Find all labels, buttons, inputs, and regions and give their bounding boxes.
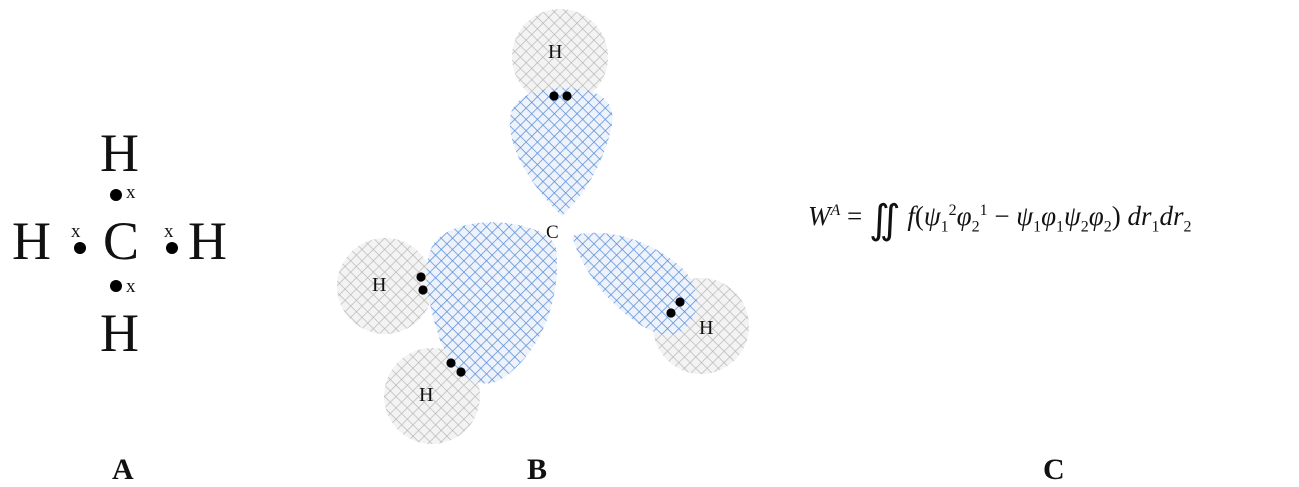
hydrogen-label-left: H [372, 274, 387, 296]
formula-sup-a: A [830, 202, 841, 219]
electron-dot-right [166, 242, 178, 254]
atom-h-left: H [12, 211, 51, 271]
electron-dot-top [110, 189, 122, 201]
formula-minus: − [994, 201, 1010, 231]
electron-x-top: x [126, 182, 136, 203]
electron-x-left: x [71, 221, 81, 242]
hydrogen-label-bottom: H [419, 384, 434, 406]
electron-x-right: x [164, 221, 174, 242]
electron-x-bottom: x [126, 276, 136, 297]
electron-pair-bottom-2 [456, 367, 466, 377]
hydrogen-label-top: H [548, 41, 563, 63]
atom-c-center: C [103, 211, 140, 271]
double-integral-symbol: ∬ [869, 197, 901, 242]
bond-lobe-lower-left [426, 222, 557, 384]
electron-pair-left-2 [418, 285, 428, 295]
carbon-label: C [546, 222, 559, 243]
panel-label-c: C [1043, 453, 1065, 486]
bond-lobe-top [509, 87, 613, 216]
bond-lobe-right [572, 232, 697, 335]
h-orbital-left [337, 238, 433, 334]
formula-w: W [808, 201, 831, 231]
electron-pair-right-1 [666, 308, 676, 318]
electron-pair-top-1 [549, 91, 559, 101]
formula-equals: = [847, 201, 863, 231]
formula-f: f [907, 201, 915, 231]
hydrogen-label-right: H [699, 317, 714, 339]
panel-label-a: A [112, 453, 134, 486]
electron-dot-bottom [110, 280, 122, 292]
panel-label-b: B [527, 453, 548, 486]
exchange-integral-formula: WA = ∬ f(ψ12φ21 − ψ1φ1ψ2φ2) dr1dr2 [808, 197, 1192, 242]
h-orbital-top [512, 9, 608, 105]
electron-pair-right-2 [675, 297, 685, 307]
electron-pair-bottom-1 [446, 358, 456, 368]
atom-h-top: H [100, 123, 139, 183]
atom-h-bottom: H [100, 303, 139, 363]
h-orbital-bottom [384, 348, 480, 444]
electron-pair-top-2 [562, 91, 572, 101]
electron-pair-left-1 [416, 272, 426, 282]
atom-h-right: H [188, 211, 227, 271]
electron-dot-left [74, 242, 86, 254]
